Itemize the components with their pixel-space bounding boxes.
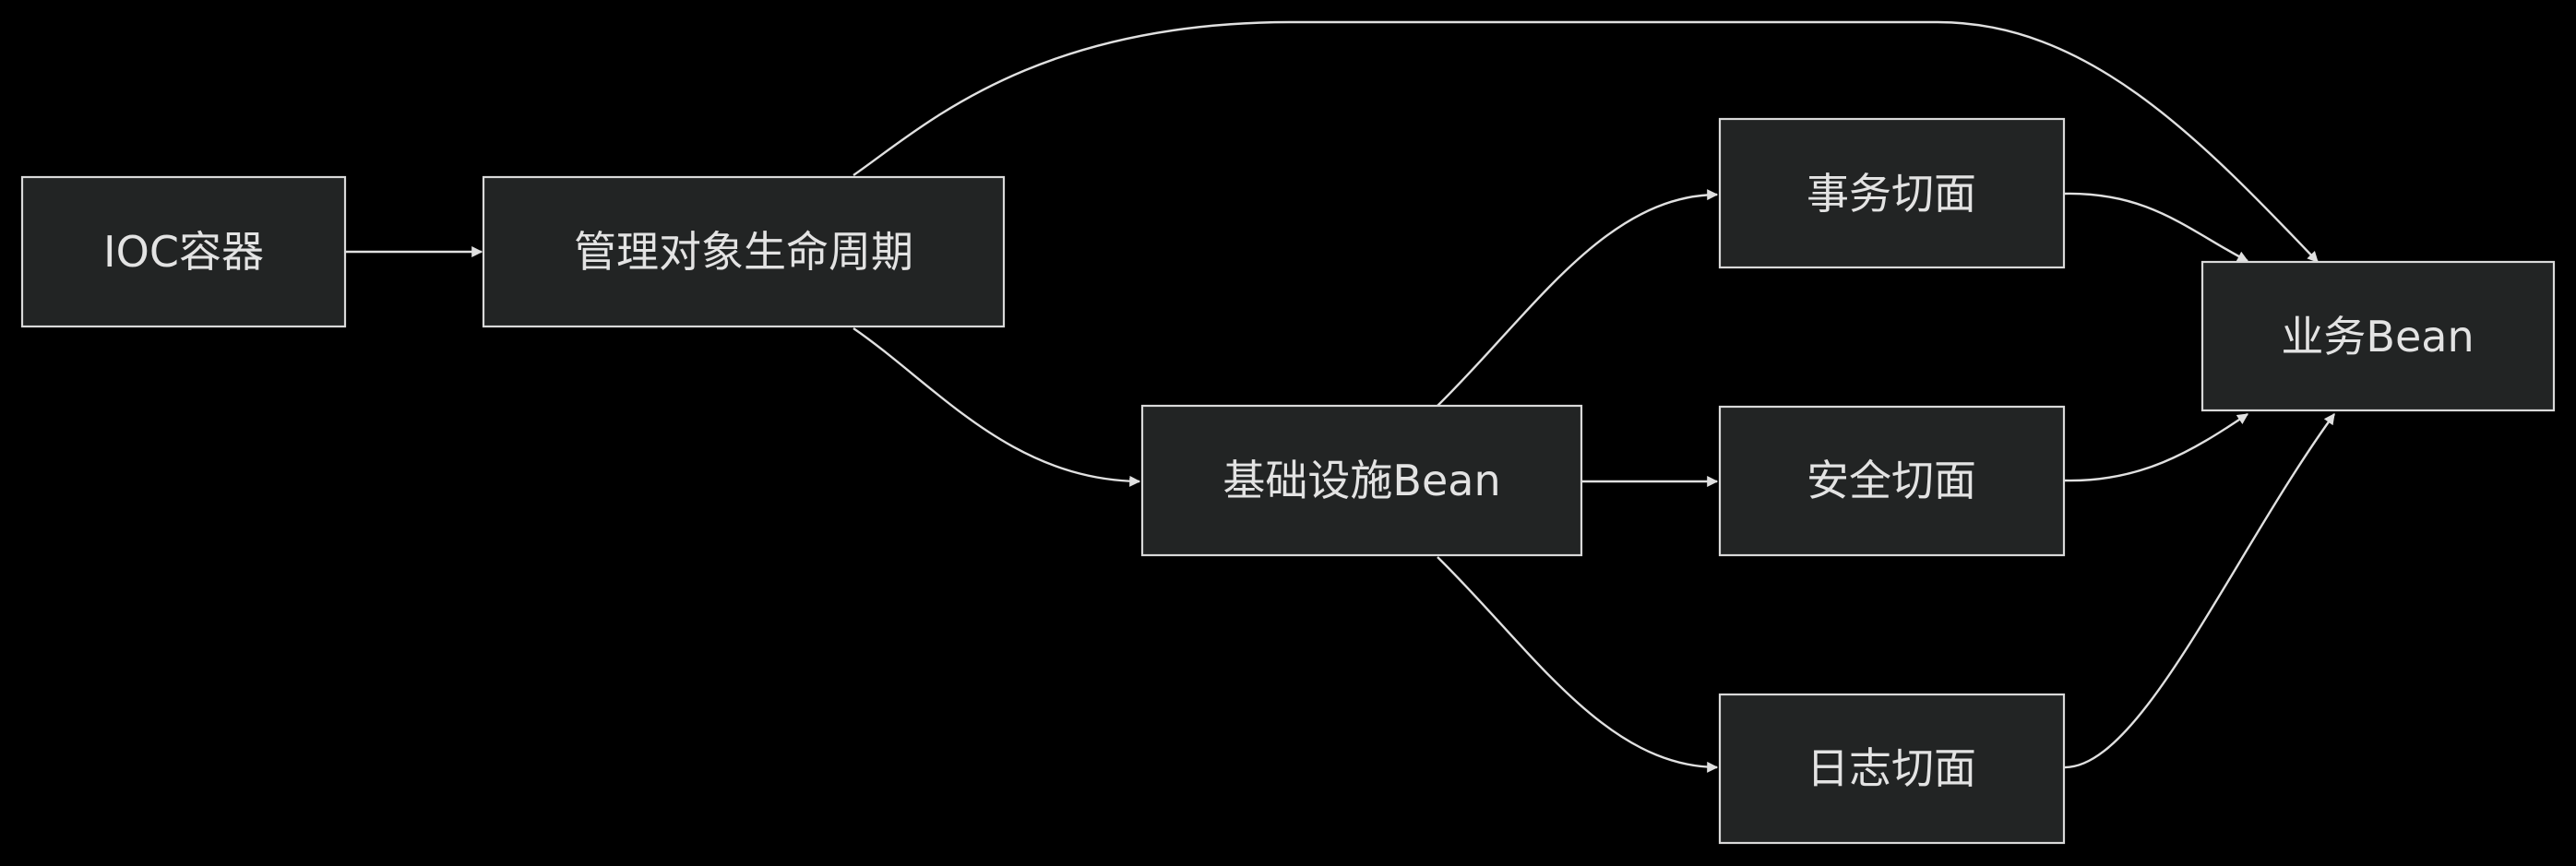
edge-log-to-biz	[2063, 413, 2335, 769]
node-logging-aspect-label: 日志切面	[1807, 743, 1976, 793]
edge-lifecycle-to-infra	[853, 327, 1141, 487]
node-infrastructure-bean[interactable]: 基础设施Bean	[1140, 404, 1583, 557]
node-lifecycle-management-box	[482, 175, 1006, 328]
node-ioc-container-box	[20, 175, 347, 328]
node-infrastructure-bean-box	[1140, 404, 1583, 557]
node-business-bean-box	[2200, 260, 2556, 412]
node-transaction-aspect-label: 事务切面	[1807, 169, 1976, 219]
node-logging-aspect[interactable]: 日志切面	[1718, 693, 2066, 845]
edge-tx-to-biz	[2063, 192, 2249, 263]
node-lifecycle-management-label: 管理对象生命周期	[574, 227, 913, 277]
node-ioc-container[interactable]: IOC容器	[20, 175, 347, 328]
nodes-layer: IOC容器 管理对象生命周期 基础设施Bean 事务切面 安全切面 日志切面 业…	[20, 117, 2556, 845]
node-logging-aspect-box	[1718, 693, 2066, 845]
edge-infra-to-log	[1437, 556, 1719, 773]
edges-layer	[345, 20, 2335, 773]
node-business-bean[interactable]: 业务Bean	[2200, 260, 2556, 412]
node-transaction-aspect-box	[1718, 117, 2066, 269]
node-transaction-aspect[interactable]: 事务切面	[1718, 117, 2066, 269]
node-security-aspect[interactable]: 安全切面	[1718, 405, 2066, 557]
edge-lifecycle-to-biz	[853, 20, 2319, 263]
node-security-aspect-box	[1718, 405, 2066, 557]
node-business-bean-label: 业务Bean	[2281, 312, 2474, 362]
edge-security-to-biz	[2063, 413, 2248, 482]
node-security-aspect-label: 安全切面	[1807, 456, 1976, 505]
node-ioc-container-label: IOC容器	[103, 227, 264, 277]
edge-infra-to-tx	[1437, 189, 1719, 407]
node-lifecycle-management[interactable]: 管理对象生命周期	[482, 175, 1006, 328]
node-infrastructure-bean-label: 基础设施Bean	[1222, 456, 1500, 505]
